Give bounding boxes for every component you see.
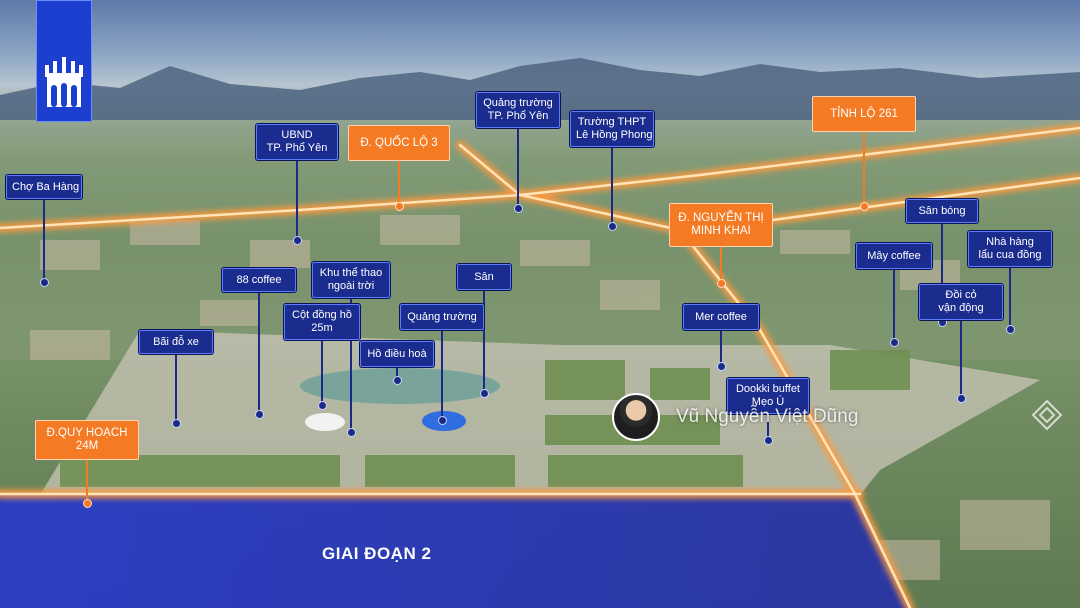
phase-label: GIAI ĐOẠN 2 — [322, 544, 432, 563]
truong-thpt-pointer — [611, 147, 613, 226]
poi-label-88-coffee: 88 coffee — [222, 268, 296, 292]
quoc-lo-3-marker — [395, 202, 404, 211]
bai-do-xe-pointer — [175, 354, 177, 423]
mountain-ridge — [0, 58, 1080, 120]
dookki-marker — [764, 436, 773, 445]
cot-dong-ho-marker — [318, 401, 327, 410]
mer-coffee-pointer — [720, 330, 722, 366]
cho-ba-hang-marker — [40, 278, 49, 287]
nha-hang-marker — [1006, 325, 1015, 334]
ubnd-pointer — [296, 160, 298, 240]
san-bong-pointer — [941, 223, 943, 322]
poi-label-ho-dieu-hoa: Hồ điều hoà — [360, 341, 434, 367]
ho-dieu-hoa-pointer — [396, 367, 398, 380]
ubnd-marker — [293, 236, 302, 245]
poi-label-mer-coffee: Mer coffee — [683, 304, 759, 330]
quy-hoach-24m-pointer — [86, 460, 88, 503]
nguyen-thi-minh-khai-pointer — [720, 247, 722, 283]
avatar — [612, 393, 660, 441]
cho-ba-hang-pointer — [43, 199, 45, 282]
phase-2-zone — [0, 494, 910, 608]
nguyen-thi-minh-khai-marker — [717, 279, 726, 288]
quang-truong-pointer — [441, 330, 443, 420]
poi-label-bai-do-xe: Bãi đỗ xe — [139, 330, 213, 354]
creator-watermark: Vũ Nguyễn Việt Dũng — [612, 392, 858, 442]
land-plots — [60, 350, 910, 487]
mer-coffee-marker — [717, 362, 726, 371]
poi-label-cho-ba-hang: Chợ Ba Hàng — [6, 175, 82, 199]
bai-do-xe-marker — [172, 419, 181, 428]
regulating-lake — [300, 368, 500, 404]
san-pointer — [483, 290, 485, 393]
cot-dong-ho-pointer — [321, 340, 323, 405]
road-label-quoc-lo-3: Đ. QUỐC LỘ 3 — [348, 125, 450, 161]
khu-the-thao-marker — [347, 428, 356, 437]
may-coffee-marker — [890, 338, 899, 347]
development-site — [40, 330, 1040, 495]
88-coffee-marker — [255, 410, 264, 419]
quang-truong-pho-yen-marker — [514, 204, 523, 213]
quang-truong-marker — [438, 416, 447, 425]
tinh-lo-261-pointer — [863, 132, 865, 206]
road-label-tinh-lo-261: TỈNH LỘ 261 — [812, 96, 916, 132]
khu-the-thao-pointer — [350, 298, 352, 432]
quang-truong-pho-yen-pointer — [517, 128, 519, 208]
ho-dieu-hoa-marker — [393, 376, 402, 385]
dookki-pointer — [767, 414, 769, 440]
poi-label-quang-truong: Quảng trường — [400, 304, 484, 330]
poi-label-may-coffee: Mây coffee — [856, 243, 932, 269]
palace-logo — [36, 0, 92, 122]
may-coffee-pointer — [893, 269, 895, 342]
nha-hang-pointer — [1009, 267, 1011, 329]
san-marker — [480, 389, 489, 398]
quoc-lo-3-pointer — [398, 161, 400, 206]
truong-thpt-marker — [608, 222, 617, 231]
palace-icon — [45, 57, 83, 107]
poi-label-san: Sân — [457, 264, 511, 290]
88-coffee-pointer — [258, 292, 260, 414]
quy-hoach-24m-marker — [83, 499, 92, 508]
doi-co-marker — [957, 394, 966, 403]
diamond-logo-icon — [1031, 399, 1063, 431]
poi-label-san-bong: Sân bóng — [906, 199, 978, 223]
tinh-lo-261-marker — [860, 202, 869, 211]
watermark-name: Vũ Nguyễn Việt Dũng — [676, 406, 859, 427]
doi-co-pointer — [960, 320, 962, 398]
